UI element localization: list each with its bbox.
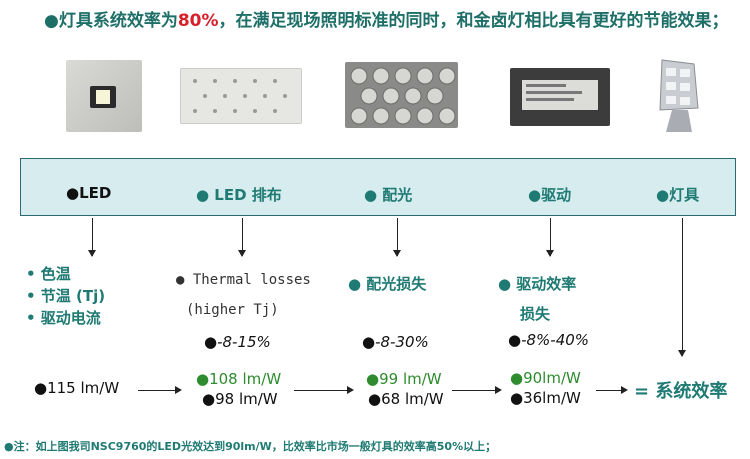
stage-luminaire: ●灯具: [656, 184, 699, 205]
system-efficiency: = 系统效率: [634, 377, 727, 403]
factor-color-temp: • 色温: [26, 263, 71, 284]
headline-highlight: 80%: [178, 11, 219, 31]
arrow-down-optics: [397, 218, 398, 256]
efficacy-optics-worst: ●68 lm/W: [368, 390, 444, 408]
arrow-down-led: [92, 218, 93, 256]
led-board-dots: [181, 69, 301, 123]
arrow-right-1: [138, 390, 180, 391]
factor-junction-temp: • 节温 (Tj): [26, 285, 105, 306]
efficacy-optics-best: ●99 lm/W: [366, 370, 442, 388]
floodlight-photo: [652, 56, 700, 134]
factor-driver-loss-label: 损失: [520, 303, 550, 324]
factor-thermal-losses: ● Thermal losses: [176, 272, 311, 288]
arrow-down-layout: [242, 218, 243, 256]
factor-drive-current: • 驱动电流: [26, 307, 101, 328]
led-chip-photo: [66, 60, 142, 132]
arrow-right-2: [294, 390, 352, 391]
stage-optics: ● 配光: [364, 184, 412, 205]
floodlight-shape: [652, 56, 700, 134]
stage-led: ●LED: [66, 184, 111, 202]
headline-bullet: ●: [44, 11, 59, 31]
optics-lens-photo: [345, 62, 458, 128]
factor-optics-loss: ● 配光损失: [348, 273, 426, 294]
loss-driver: ●-8%-40%: [508, 331, 589, 349]
factor-driver-efficiency: ● 驱动效率: [498, 273, 576, 294]
arrow-right-3: [452, 390, 500, 391]
footnote: ●注：如上图我司NSC9760的LED光效达到90lm/W，比效率比市场一般灯具…: [4, 438, 496, 454]
stage-driver: ●驱动: [528, 184, 571, 205]
efficacy-driver-worst: ●36lm/W: [510, 389, 581, 407]
headline-text-2: ，在满足现场照明标准的同时，和金卤灯相比具有更好的节能效果；: [219, 11, 729, 31]
led-board-photo: [180, 68, 302, 124]
loss-layout: ●-8-15%: [204, 333, 271, 351]
arrow-down-luminaire: [682, 218, 683, 356]
stage-led-layout: ● LED 排布: [196, 184, 282, 205]
loss-optics: ●-8-30%: [362, 333, 429, 351]
arrow-right-4: [596, 390, 626, 391]
headline: ●灯具系统效率为80%，在满足现场照明标准的同时，和金卤灯相比具有更好的节能效果…: [44, 6, 744, 36]
efficacy-start: ●115 lm/W: [34, 379, 119, 397]
driver-box-photo: [510, 68, 610, 126]
efficacy-layout-best: ●108 lm/W: [196, 370, 281, 388]
headline-text-1: 灯具系统效率为: [59, 11, 178, 31]
arrow-down-driver: [550, 218, 551, 256]
efficacy-layout-worst: ●98 lm/W: [202, 390, 278, 408]
lens-array: [345, 62, 458, 128]
factor-higher-tj: (higher Tj): [186, 302, 279, 318]
efficacy-driver-best: ●90lm/W: [510, 369, 581, 387]
